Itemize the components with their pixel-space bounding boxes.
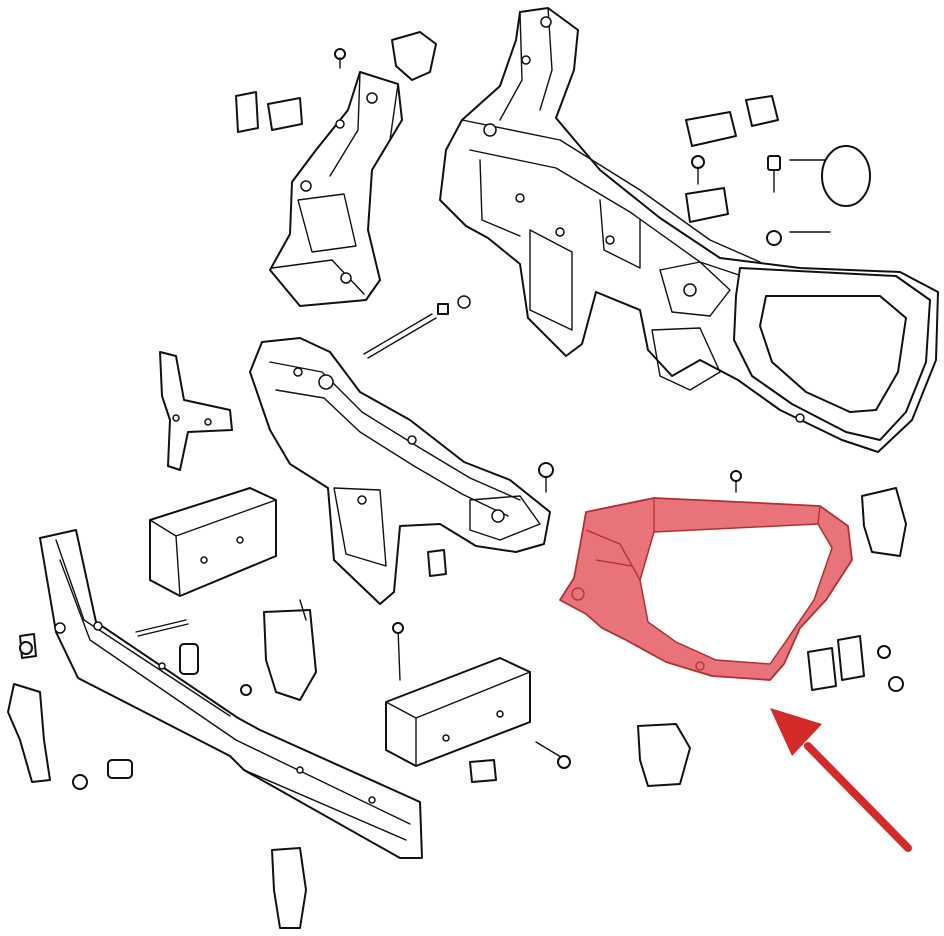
upper-radiator-support <box>439 7 939 453</box>
red-arrow-icon <box>770 708 912 852</box>
bumper-beam <box>39 529 423 859</box>
left-upper-bracket <box>269 71 403 307</box>
small-clips <box>7 31 907 929</box>
lower-radiator-support <box>249 337 551 605</box>
fasteners <box>19 48 904 790</box>
highlighted-headlamp-panel <box>559 497 853 681</box>
left-side-bracket <box>159 351 233 471</box>
right-crash-box <box>385 657 531 767</box>
left-crash-box <box>149 487 277 597</box>
